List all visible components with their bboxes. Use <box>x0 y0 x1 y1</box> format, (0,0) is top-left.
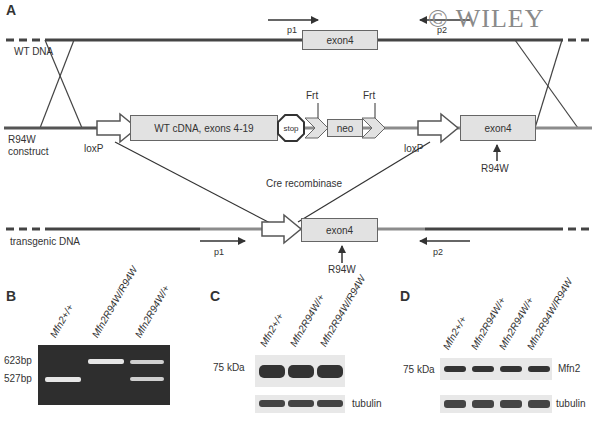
sequence-label: R94W construct <box>8 134 60 158</box>
mutation-label: R94W <box>481 163 509 175</box>
sequence-label: WT DNA <box>14 46 53 58</box>
frt-site <box>305 103 385 138</box>
stop-octagon: stop <box>277 114 305 142</box>
site-label: Frt <box>306 90 318 102</box>
exon-box: exon4 <box>460 115 536 141</box>
wt-dna-line <box>6 40 594 41</box>
site-label: loxP <box>404 143 423 155</box>
panel-letter: A <box>6 2 16 18</box>
genotype-label: Mfn2+/+ <box>258 311 287 349</box>
site-label: loxP <box>84 143 103 155</box>
size-label: 527bp <box>4 373 32 385</box>
primer-label: p1 <box>214 246 224 258</box>
primer-label: p2 <box>433 246 443 258</box>
genotype-label: Mfn2+/+ <box>441 314 470 352</box>
neo-box: neo <box>327 119 363 137</box>
genotype-label: Mfn2R94W/R94W <box>525 276 576 352</box>
node-text: exon4 <box>326 35 353 46</box>
mutation-label: R94W <box>328 264 356 276</box>
size-label: 75 kDa <box>403 364 435 376</box>
genotype-label: Mfn2R94W/R94W <box>318 273 369 349</box>
western-blot-d <box>440 358 552 413</box>
exon-box: exon4 <box>301 218 378 242</box>
sequence-label: transgenic DNA <box>10 236 80 248</box>
protein-label: tubulin <box>352 398 381 410</box>
cdna-box: WT cDNA, exons 4-19 <box>130 115 278 141</box>
protein-label: Mfn2 <box>558 363 580 375</box>
node-text: exon4 <box>484 123 511 134</box>
site-label: Frt <box>363 90 375 102</box>
primer-label: p1 <box>287 24 297 36</box>
protein-label: tubulin <box>556 398 585 410</box>
panel-letter: D <box>400 288 410 304</box>
cre-lines <box>115 142 430 224</box>
western-blot-c <box>255 355 345 413</box>
panel-letter: C <box>210 288 220 304</box>
loxp-site <box>97 114 458 142</box>
panel-letter: B <box>6 288 16 304</box>
pcr-gel <box>38 345 170 405</box>
node-text: neo <box>337 123 354 134</box>
genotype-label: Mfn2R94W/+ <box>133 283 173 340</box>
size-label: 623bp <box>4 355 32 367</box>
watermark: © WILEY <box>428 5 545 33</box>
node-text: WT cDNA, exons 4-19 <box>154 123 253 134</box>
node-text: stop <box>283 124 298 133</box>
size-label: 75 kDa <box>213 362 245 374</box>
exon-box: exon4 <box>302 30 378 50</box>
genotype-label: Mfn2+/+ <box>48 302 77 340</box>
genotype-label: Mfn2R94W/R94W <box>90 264 141 340</box>
node-text: exon4 <box>326 225 353 236</box>
transgenic-line <box>6 215 594 243</box>
enzyme-label: Cre recombinase <box>266 178 342 190</box>
mutation-arrow <box>342 145 497 263</box>
